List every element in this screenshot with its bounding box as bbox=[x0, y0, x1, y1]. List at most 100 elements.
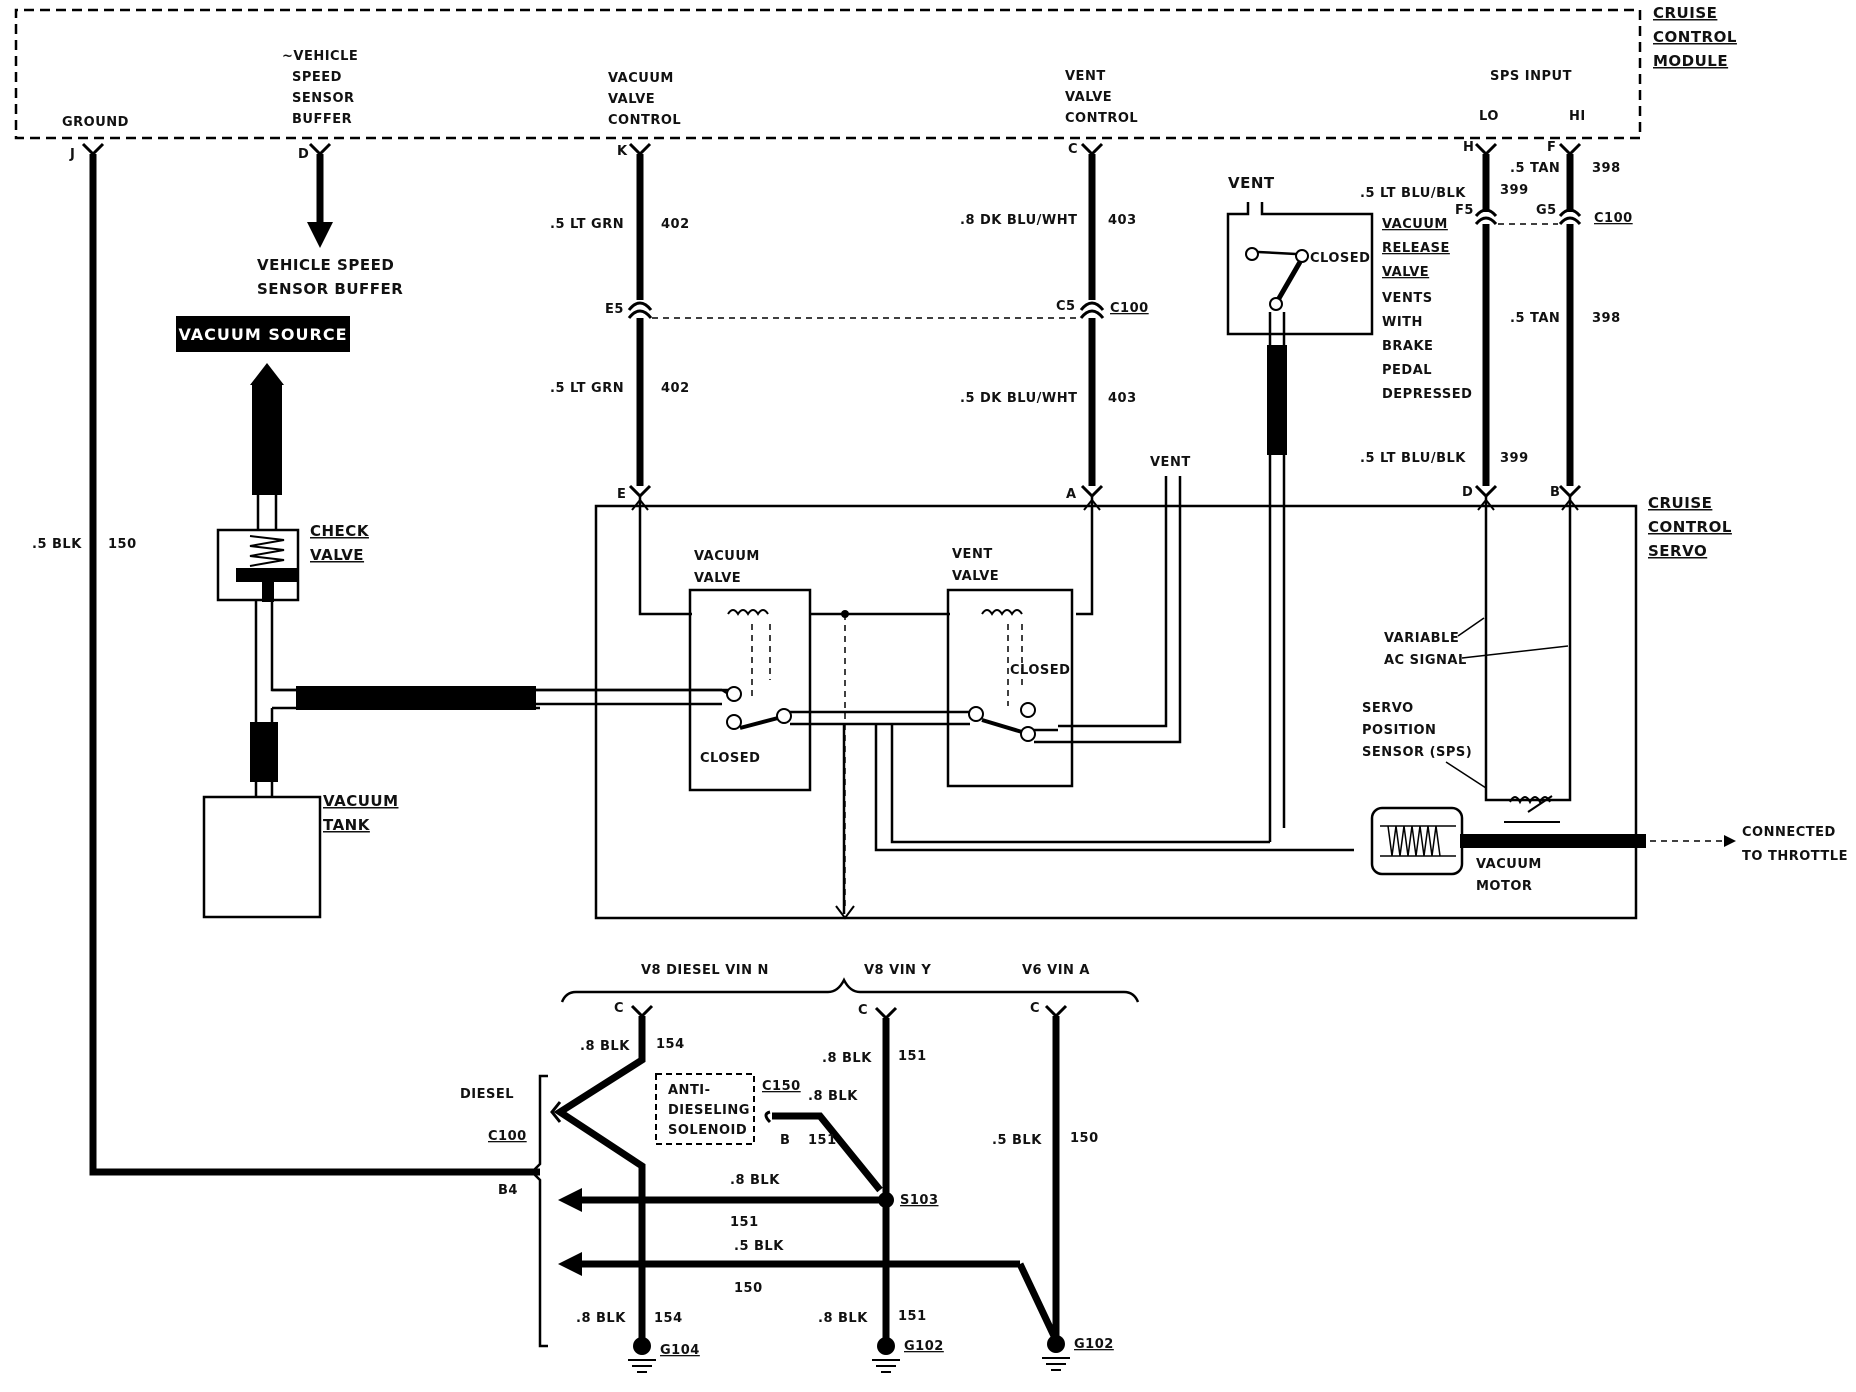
ground-g102-v6-icon bbox=[1042, 1335, 1070, 1371]
wire-398-upper-gauge: .5 TAN bbox=[1510, 161, 1560, 176]
motor-label-2: MOTOR bbox=[1476, 879, 1532, 894]
vacuum-ctrl-label-1: VACUUM bbox=[608, 71, 674, 86]
vacuum-valve-label-1: VACUUM bbox=[694, 549, 760, 564]
release-desc-2: RELEASE bbox=[1382, 241, 1450, 256]
throttle-label-1: CONNECTED bbox=[1742, 825, 1836, 840]
sps-hi-label: HI bbox=[1569, 109, 1586, 124]
vent-ctrl-label-1: VENT bbox=[1065, 69, 1106, 84]
pin-d: D bbox=[298, 147, 309, 162]
diesel-label: DIESEL bbox=[460, 1087, 514, 1102]
ground-g104-icon bbox=[628, 1337, 656, 1373]
vacuum-ctrl-label-2: VALVE bbox=[608, 92, 655, 107]
w151-bot-circuit: 151 bbox=[898, 1309, 927, 1324]
release-desc-4: VENTS bbox=[1382, 291, 1433, 306]
w151-sol-circuit: 151 bbox=[808, 1133, 837, 1148]
h2-circuit: 150 bbox=[734, 1281, 763, 1296]
wire-399-lower-circuit: 399 bbox=[1500, 451, 1529, 466]
vacuum-tank: VACUUM TANK bbox=[202, 792, 399, 919]
ac-signal-label-2: AC SIGNAL bbox=[1384, 653, 1467, 668]
s103-label: S103 bbox=[900, 1193, 939, 1208]
pin-c-v6: C bbox=[1030, 1001, 1040, 1016]
wire-403-lower-circuit: 403 bbox=[1108, 391, 1137, 406]
pin-k: K bbox=[617, 144, 628, 159]
release-desc-1: VACUUM bbox=[1382, 217, 1448, 232]
header-v8-diesel: V8 DIESEL VIN N bbox=[641, 963, 769, 978]
vss-terminal-label-1: ~VEHICLE bbox=[282, 49, 358, 64]
release-desc-8: DEPRESSED bbox=[1382, 387, 1472, 402]
ground-terminal-label: GROUND bbox=[62, 115, 129, 130]
g102-label-b: G102 bbox=[1074, 1337, 1114, 1352]
g102-label-a: G102 bbox=[904, 1339, 944, 1354]
pin-c-vent: C bbox=[1068, 142, 1078, 157]
wire-399-connector-pin: F5 bbox=[1455, 203, 1474, 218]
wire-399-servo-pin: D bbox=[1462, 485, 1473, 500]
throttle-label-2: TO THROTTLE bbox=[1742, 849, 1848, 864]
pin-c-v8: C bbox=[858, 1003, 868, 1018]
c150-label: C150 bbox=[762, 1079, 801, 1094]
vss-terminal-label-2: SPEED bbox=[292, 70, 342, 85]
sps-hi-wire-398: .5 TAN 398 G5 C100 .5 TAN 398 B bbox=[1510, 154, 1633, 500]
sps-lo-wire-399: .5 LT BLU/BLK 399 F5 .5 LT BLU/BLK 399 D bbox=[1360, 154, 1529, 500]
w150-top-circuit: 150 bbox=[1070, 1131, 1099, 1146]
w154-bot-circuit: 154 bbox=[654, 1311, 683, 1326]
w151-bot-gauge: .8 BLK bbox=[818, 1311, 868, 1326]
sps-label-2: POSITION bbox=[1362, 723, 1436, 738]
ground-wire-circuit: 150 bbox=[108, 537, 137, 552]
wire-402-lower-gauge: .5 LT GRN bbox=[550, 381, 624, 396]
check-valve: CHECK VALVE bbox=[216, 495, 370, 602]
module-title-3: MODULE bbox=[1653, 52, 1728, 70]
vacuum-tank-label-1: VACUUM bbox=[323, 792, 399, 810]
vent-valve-label-1: VENT bbox=[952, 547, 993, 562]
vss-buffer-arrow: VEHICLE SPEED SENSOR BUFFER bbox=[257, 154, 403, 298]
wire-402-servo-pin: E bbox=[617, 487, 626, 502]
release-desc-5: WITH bbox=[1382, 315, 1423, 330]
wire-403-servo-pin: A bbox=[1066, 487, 1077, 502]
header-v8-vin-y: V8 VIN Y bbox=[864, 963, 931, 978]
wire-398-servo-pin: B bbox=[1550, 485, 1560, 500]
anti-diesel-label-2: DIESELING bbox=[668, 1103, 750, 1118]
wire-402-connector-pin: E5 bbox=[605, 302, 624, 317]
ground-wire-150: .5 BLK 150 bbox=[32, 154, 540, 1176]
module-outline bbox=[14, 8, 1642, 140]
anti-diesel-label-1: ANTI- bbox=[668, 1083, 711, 1098]
motor-label-1: VACUUM bbox=[1476, 857, 1542, 872]
wire-402-upper-circuit: 402 bbox=[661, 217, 690, 232]
h1-circuit: 151 bbox=[730, 1215, 759, 1230]
vent-control-wire-403: .8 DK BLU/WHT 403 C5 C100 .5 DK BLU/WHT … bbox=[960, 154, 1149, 502]
w151-top-gauge: .8 BLK bbox=[822, 1051, 872, 1066]
wire-403-connector-pin: C5 bbox=[1056, 299, 1076, 314]
check-valve-label-1: CHECK bbox=[310, 522, 370, 540]
ground-wire-gauge: .5 BLK bbox=[32, 537, 82, 552]
wire-399-upper-circuit: 399 bbox=[1500, 183, 1529, 198]
vss-buffer-label-1: VEHICLE SPEED bbox=[257, 256, 394, 274]
vacuum-source: VACUUM SOURCE bbox=[176, 316, 350, 495]
sps-label-1: SERVO bbox=[1362, 701, 1414, 716]
vacuum-tank-label-2: TANK bbox=[323, 816, 371, 834]
wire-398-connector: C100 bbox=[1594, 211, 1633, 226]
servo-title-3: SERVO bbox=[1648, 542, 1707, 560]
w154-bot-gauge: .8 BLK bbox=[576, 1311, 626, 1326]
w151-sol-gauge: .8 BLK bbox=[808, 1089, 858, 1104]
wire-403-connector: C100 bbox=[1110, 301, 1149, 316]
pin-f: F bbox=[1547, 140, 1556, 155]
wire-398-lower-circuit: 398 bbox=[1592, 311, 1621, 326]
w151-top-circuit: 151 bbox=[898, 1049, 927, 1064]
closed-right-label: CLOSED bbox=[1010, 663, 1070, 678]
pin-h: H bbox=[1463, 140, 1474, 155]
w150-top-gauge: .5 BLK bbox=[992, 1133, 1042, 1148]
servo-outline bbox=[594, 504, 1638, 920]
vacuum-ctrl-label-3: CONTROL bbox=[608, 113, 681, 128]
check-valve-label-2: VALVE bbox=[310, 546, 364, 564]
sps-input-label: SPS INPUT bbox=[1490, 69, 1572, 84]
vent-ctrl-label-2: VALVE bbox=[1065, 90, 1112, 105]
servo-title-2: CONTROL bbox=[1648, 518, 1732, 536]
pin-c-diesel: C bbox=[614, 1001, 624, 1016]
h1-gauge: .8 BLK bbox=[730, 1173, 780, 1188]
ac-signal-label-1: VARIABLE bbox=[1384, 631, 1459, 646]
c100-label: C100 bbox=[488, 1129, 527, 1144]
servo-title-1: CRUISE bbox=[1648, 494, 1712, 512]
module-title-2: CONTROL bbox=[1653, 28, 1737, 46]
wire-403-lower-gauge: .5 DK BLU/WHT bbox=[960, 391, 1078, 406]
pin-j: J bbox=[69, 147, 75, 162]
vss-buffer-label-2: SENSOR BUFFER bbox=[257, 280, 403, 298]
